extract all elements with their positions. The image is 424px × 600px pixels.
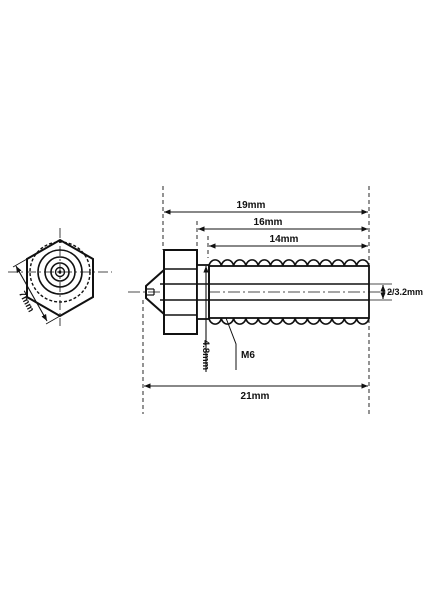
thread-core <box>208 265 370 319</box>
nozzle-neck <box>196 264 210 320</box>
thread-crests-top <box>208 259 370 267</box>
hex-dim-ext-1 <box>12 258 28 268</box>
thread-leader-line <box>225 317 237 370</box>
hex-size-label: 7mm <box>16 289 36 314</box>
thread-crests-bottom <box>208 317 370 325</box>
dim-4-8mm-label: 4.8mm <box>200 340 211 370</box>
dim-bore-label: 2/3.2mm <box>387 287 423 297</box>
thread-size-label: M6 <box>241 350 255 361</box>
hex-dim-ext-2 <box>45 315 61 325</box>
dim-16mm-label: 16mm <box>254 217 283 228</box>
hex-body <box>163 249 198 335</box>
dim-14mm-label: 14mm <box>270 234 299 245</box>
hex-size-dim-line <box>15 265 48 322</box>
dim-19mm-label: 19mm <box>237 200 266 211</box>
nozzle-side-view: 19mm 16mm 14mm 21mm 4.8mm M6 2/3.2mm <box>128 186 423 414</box>
dim-21mm-label: 21mm <box>241 391 270 402</box>
hex-end-view: 7mm <box>8 228 112 326</box>
